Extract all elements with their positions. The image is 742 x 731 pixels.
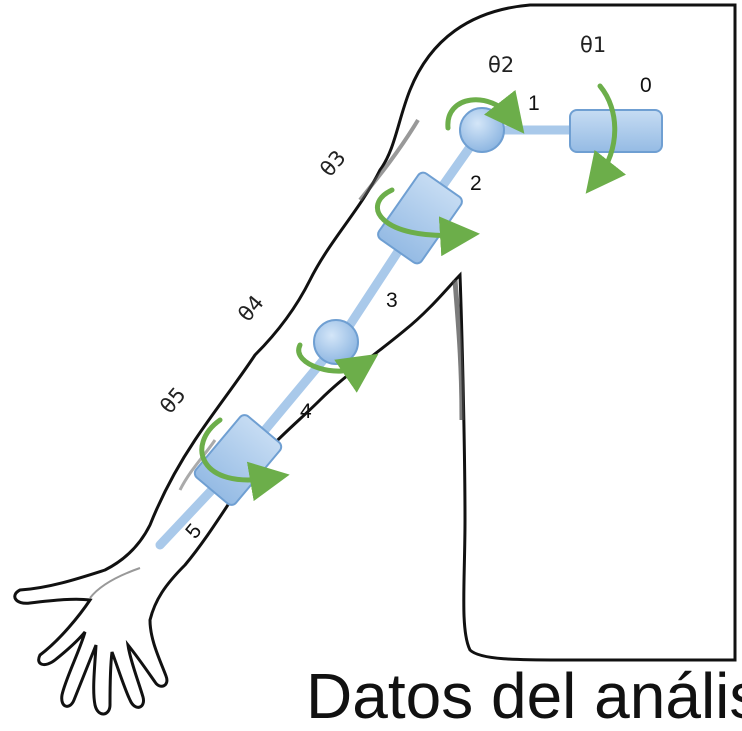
caption-text: Datos del análisis: [306, 664, 742, 728]
